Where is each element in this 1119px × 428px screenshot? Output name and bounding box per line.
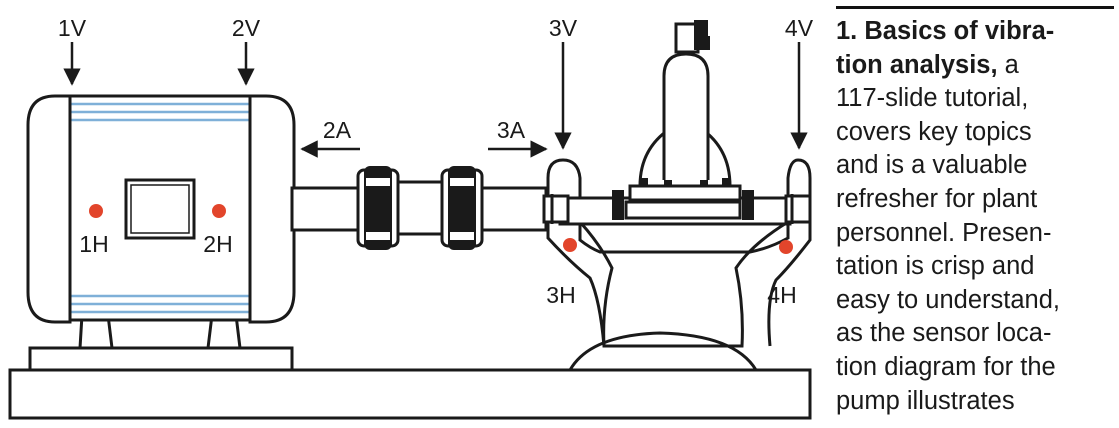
label-3a: 3A [497, 117, 526, 143]
label-1h: 1H [79, 231, 108, 257]
caption-top-rule [836, 6, 1114, 9]
caption-line: and is a valuable [836, 151, 1028, 180]
caption-line: tion diagram for the [836, 352, 1056, 381]
caption-line: personnel. Presen- [836, 218, 1052, 247]
caption-line: tation is crisp and [836, 252, 1035, 281]
label-3v: 3V [549, 15, 578, 41]
label-4h: 4H [767, 282, 796, 308]
caption-line: 117-slide tutorial, [836, 84, 1029, 113]
motor-mounting-plate [28, 346, 294, 372]
caption-text: 1. Basics of vibra- tion analysis, a 117… [836, 15, 1114, 418]
caption-block: 1. Basics of vibra- tion analysis, a 117… [836, 6, 1114, 424]
motor [26, 94, 296, 324]
sensor-dot-4h [779, 240, 793, 254]
junction-box [124, 178, 196, 240]
sensor-location-diagram: 1V 2V 3V 4V 2A 3A 1H 2H 3H 4H [8, 15, 814, 420]
sensor-dot-3h [563, 238, 577, 252]
label-3h: 3H [546, 282, 575, 308]
caption-line: 1. Basics of vibra- [836, 17, 1055, 45]
vertical-arrows [63, 42, 808, 150]
sensor-dot-1h [89, 204, 103, 218]
caption-line: tion analysis, a [836, 50, 1019, 79]
sensor-dot-2h [212, 204, 226, 218]
pump-shaft [480, 186, 548, 232]
caption-line: covers key topics [836, 117, 1032, 146]
sensor-points [89, 204, 793, 254]
label-1v: 1V [58, 15, 87, 41]
label-2v: 2V [232, 15, 261, 41]
caption-line: easy to understand, [836, 285, 1060, 314]
caption-line: refresher for plant [836, 184, 1038, 213]
motor-shaft [290, 186, 360, 232]
label-2h: 2H [203, 231, 232, 257]
label-2a: 2A [323, 117, 352, 143]
label-4v: 4V [785, 15, 814, 41]
base-plate [8, 368, 812, 420]
pump [542, 20, 812, 372]
couplings [356, 166, 484, 250]
caption-line: as the sensor loca- [836, 319, 1052, 348]
caption-line: pump illustrates [836, 386, 1015, 415]
